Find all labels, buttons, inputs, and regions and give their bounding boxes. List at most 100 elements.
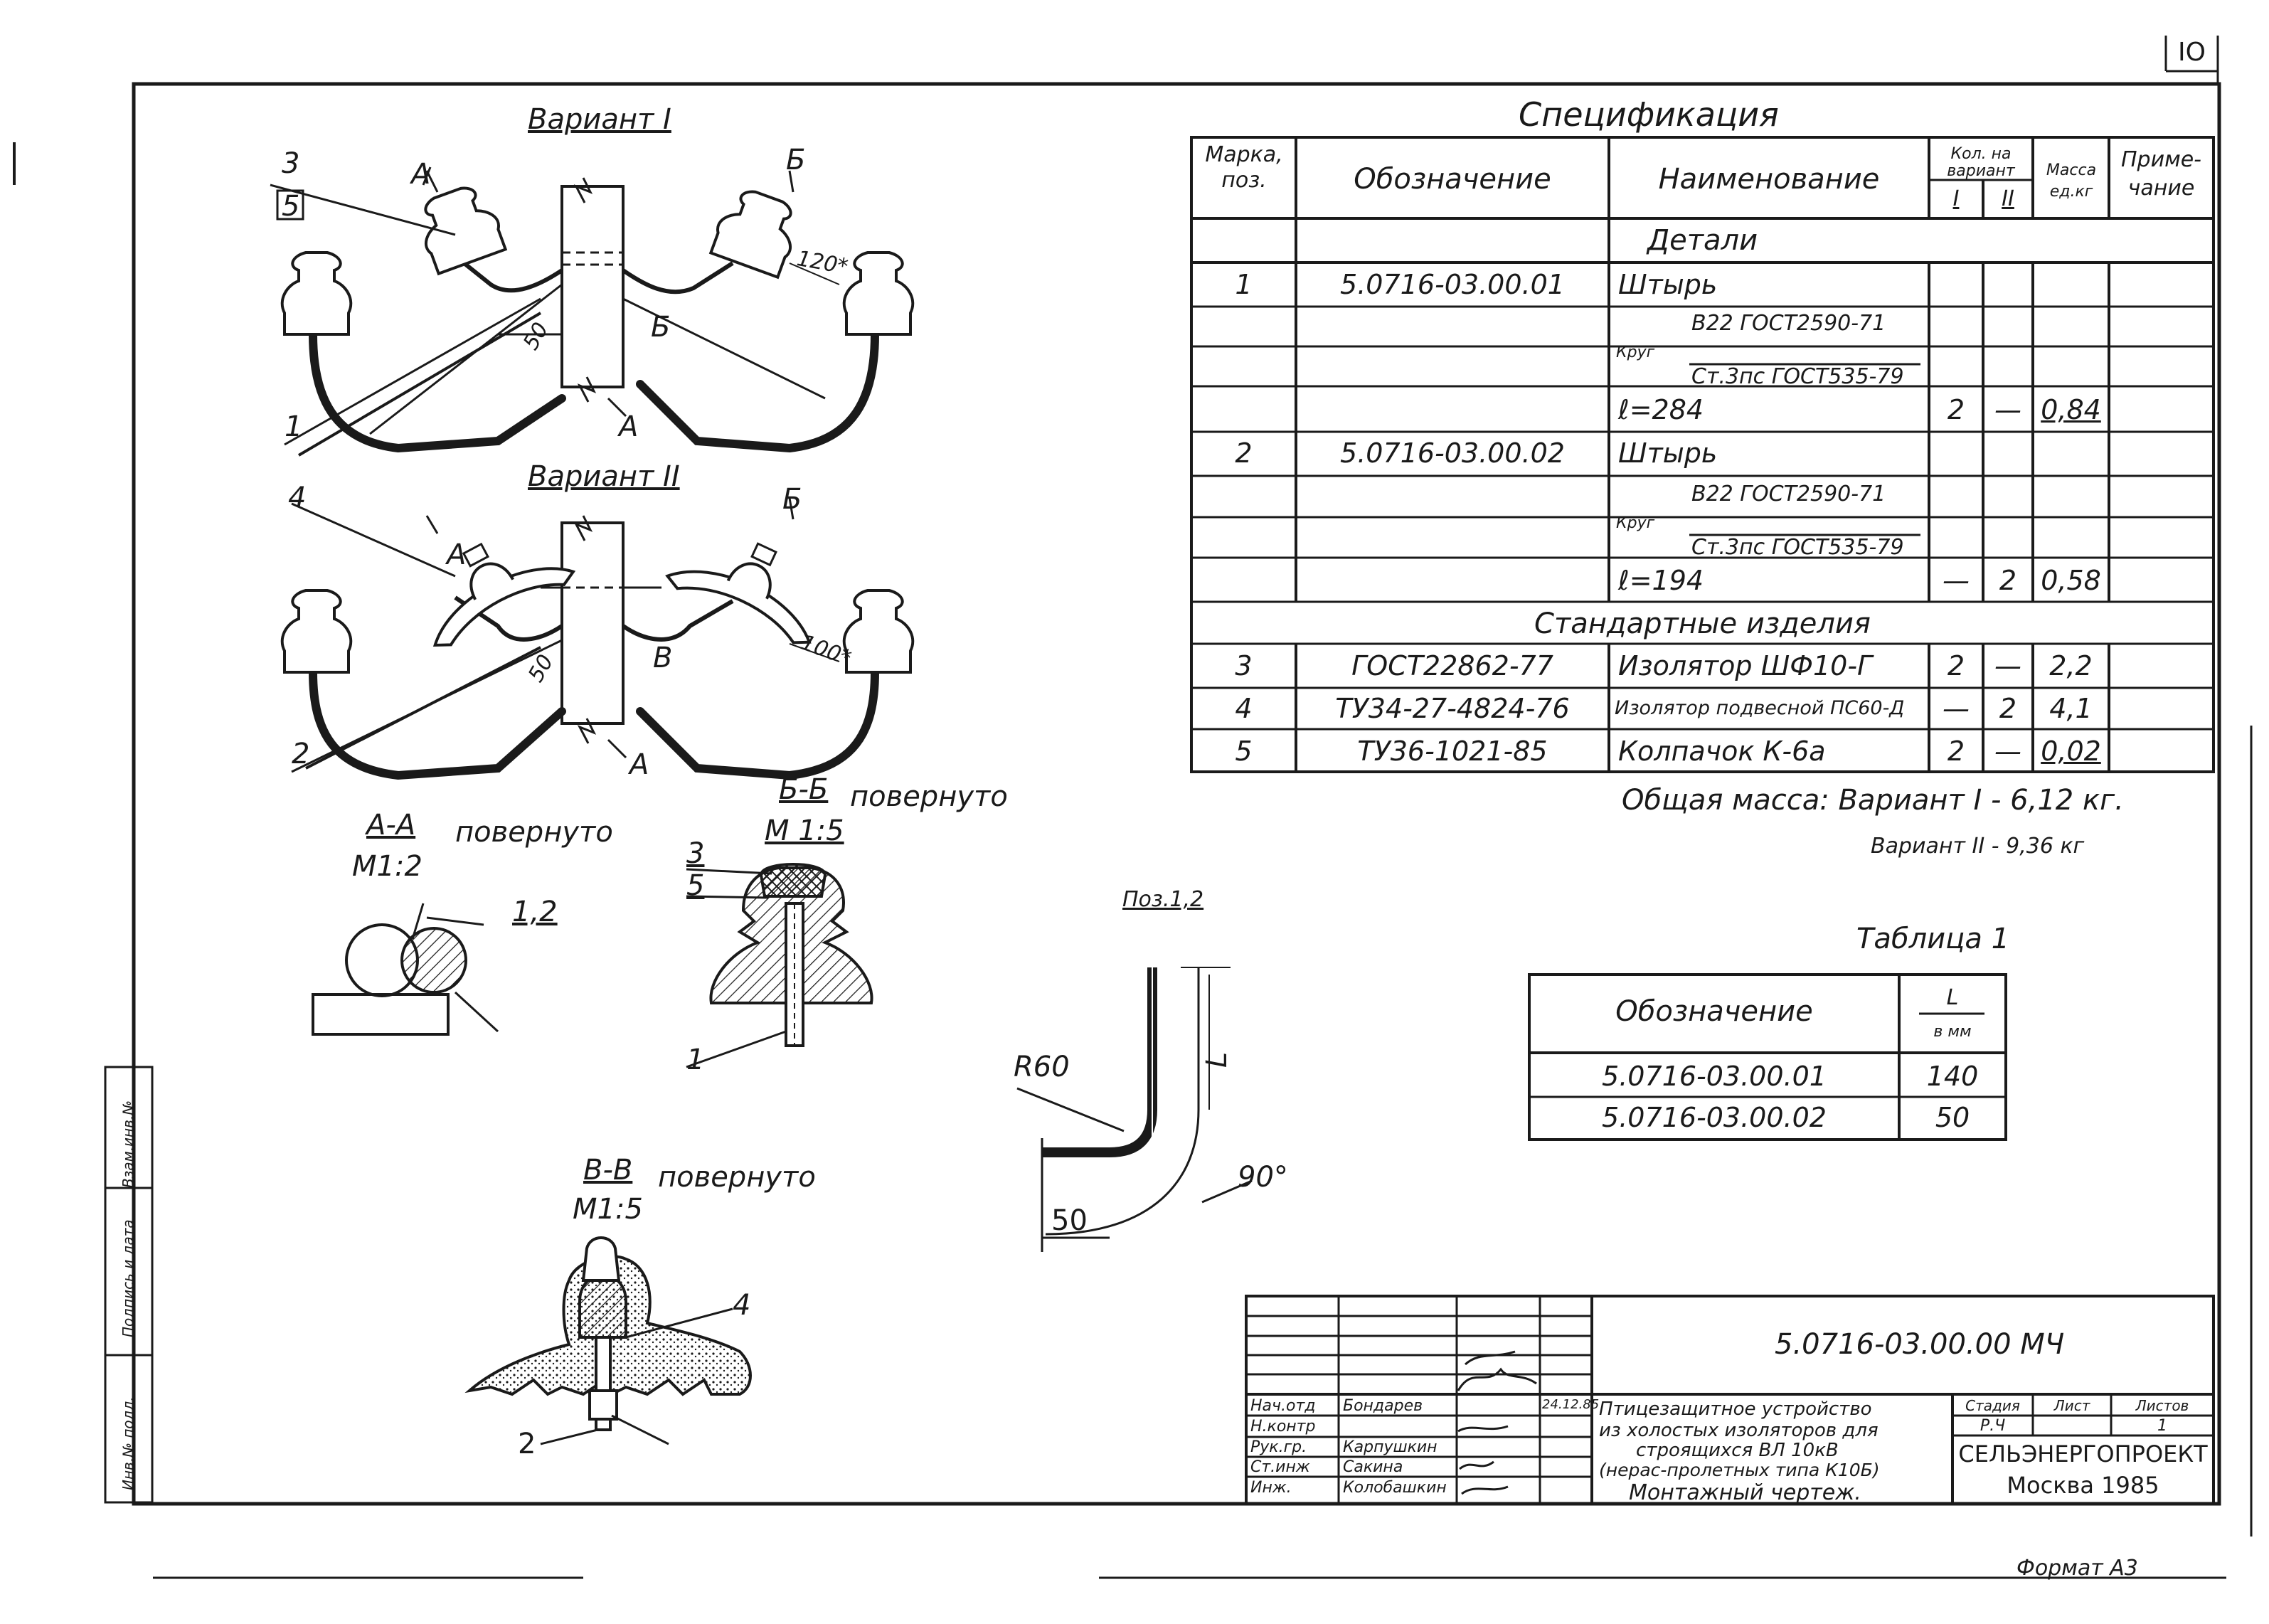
cut-v-mid-v2: В xyxy=(653,642,673,674)
pin-left-v1 xyxy=(454,254,563,293)
spec-header-qty-v2: II xyxy=(2002,186,2014,211)
pin-cross-section xyxy=(400,927,467,994)
pin-curve-right-v2 xyxy=(636,668,879,780)
section-aa-part: 1,2 xyxy=(512,896,558,928)
insulator-left-v1 xyxy=(424,186,508,276)
spec-title: Спецификация xyxy=(1519,95,1779,134)
table-1-header-L: L xyxy=(1946,985,1959,1010)
spec-row-2-bottom: Ст.3пс ГОСТ535-79 xyxy=(1691,364,1904,389)
spec-header-note: Приме- чание xyxy=(2120,147,2201,201)
role-1: Нач.отд xyxy=(1250,1397,1316,1415)
spec-row-7-pos: 3 xyxy=(1235,650,1253,681)
spec-header-name: Наименование xyxy=(1658,163,1880,196)
table-1-row-1-designation: 5.0716-03.00.01 xyxy=(1602,1061,1827,1092)
section-bb-note: повернуто xyxy=(850,780,1008,813)
pole-v2 xyxy=(560,521,625,725)
name-4: Сакина xyxy=(1343,1458,1403,1476)
spec-row-3-mass: 0,84 xyxy=(2041,394,2101,425)
variant-2-drawing xyxy=(280,497,915,780)
spec-row-3-name: ℓ=284 xyxy=(1618,394,1704,425)
pin-curve-left-v1 xyxy=(309,330,566,453)
bend-radius-label: R60 xyxy=(1014,1051,1070,1083)
name-1: Бондарев xyxy=(1343,1397,1423,1415)
spec-row-7-name: Изолятор ШФ10-Г xyxy=(1618,650,1873,681)
spec-row-9-q1: 2 xyxy=(1947,736,1965,767)
section-aa-scale: М1:2 xyxy=(352,850,423,883)
spec-row-5-prefix: Круг xyxy=(1616,514,1655,532)
spec-header-qty: Кол. на вариант xyxy=(1947,145,2015,180)
section-vv-scale: М1:5 xyxy=(573,1193,643,1226)
doc-code: 5.0716-03.00.00 МЧ xyxy=(1775,1328,2065,1361)
pin-curve-left-v2 xyxy=(309,668,566,780)
spec-row-8-q1: — xyxy=(1943,693,1970,724)
description-1: Птицезащитное устройство xyxy=(1599,1399,1872,1420)
spec-row-5-bottom: Ст.3пс ГОСТ535-79 xyxy=(1691,535,1904,560)
spec-row-6-mass: 0,58 xyxy=(2041,565,2101,596)
sign-date: 24.12.85 xyxy=(1542,1397,1600,1412)
spec-row-7-designation: ГОСТ22862-77 xyxy=(1351,650,1553,681)
table-1-row-1-L: 140 xyxy=(1926,1061,1979,1092)
spec-row-9-designation: ТУ36-1021-85 xyxy=(1357,736,1548,767)
section-vv-note: повернуто xyxy=(658,1161,816,1194)
variant-1-title: Вариант I xyxy=(528,103,671,136)
side-stamp-sign-date: Подпись и дата xyxy=(119,1219,137,1337)
spec-section-details: Детали xyxy=(1647,224,1758,257)
spec-row-9-name: Колпачок К-6а xyxy=(1618,736,1826,767)
spec-header-mark: Марка, поз. xyxy=(1205,142,1283,193)
spec-row-9-mass: 0,02 xyxy=(2041,736,2101,767)
table-1-title: Таблица 1 xyxy=(1856,923,2010,955)
table-1-header-designation: Обозначение xyxy=(1615,995,1813,1028)
stage-value: Р.Ч xyxy=(1980,1417,2006,1435)
spec-row-2-top: В22 ГОСТ2590-71 xyxy=(1691,311,1886,336)
spec-row-8-mass: 4,1 xyxy=(2049,693,2093,724)
insulator-farleft-v1 xyxy=(280,251,353,336)
sheet-header: Лист xyxy=(2053,1397,2090,1414)
spec-row-7-q1: 2 xyxy=(1947,650,1965,681)
spec-row-3-q2: — xyxy=(1994,394,2021,425)
disk-insulator-right-v2 xyxy=(665,570,812,644)
description-5: Монтажный чертеж. xyxy=(1629,1480,1861,1505)
city-year: Москва 1985 xyxy=(2007,1472,2159,1499)
section-aa-label: А-А xyxy=(366,809,416,842)
side-stamp-strip xyxy=(104,1066,154,1504)
signatures xyxy=(1457,1350,1537,1495)
spec-row-1-designation: 5.0716-03.00.01 xyxy=(1340,269,1565,300)
section-aa xyxy=(312,903,499,1036)
sheets-value: 1 xyxy=(2157,1417,2167,1435)
section-vv-label: В-В xyxy=(583,1154,633,1187)
insulator-right-v1 xyxy=(708,190,792,280)
pin-curve-right-v1 xyxy=(636,330,879,453)
pin-bend-detail xyxy=(1016,964,1253,1252)
spec-row-4-pos: 2 xyxy=(1235,437,1253,469)
pole-v1 xyxy=(560,185,625,388)
cut-a-top-v2: А xyxy=(447,538,467,571)
section-vv xyxy=(464,1236,752,1445)
bend-angle-label: 90° xyxy=(1238,1161,1288,1194)
specification-grid xyxy=(1190,136,2215,773)
spec-total-line-2: Вариант II - 9,36 кг xyxy=(1871,834,2085,859)
spec-row-4-name: Штырь xyxy=(1618,437,1718,469)
spec-header-mass: Масса ед.кг xyxy=(2046,161,2097,201)
callout-2-vv: 2 xyxy=(518,1428,536,1460)
description-4: (нерас-пролетных типа К10Б) xyxy=(1599,1460,1880,1480)
side-stamp-inv-dup: Взам.инв.№ xyxy=(119,1100,137,1188)
variant-1-drawing xyxy=(270,166,915,457)
sheet-number: IO xyxy=(2178,38,2206,67)
name-3: Карпушкин xyxy=(1343,1438,1438,1456)
variant-2-title: Вариант II xyxy=(528,460,680,493)
insulator-farright-v2 xyxy=(842,589,915,674)
pos-12-label: Поз.1,2 xyxy=(1122,887,1204,912)
cut-a-bottom-v1: А xyxy=(619,410,639,443)
spec-row-5-top: В22 ГОСТ2590-71 xyxy=(1691,482,1886,506)
spec-row-9-q2: — xyxy=(1994,736,2021,767)
table-1-header-unit: в мм xyxy=(1933,1023,1972,1041)
table-1-row-2-designation: 5.0716-03.00.02 xyxy=(1602,1102,1827,1133)
cut-b-top-v1: Б xyxy=(786,144,806,176)
cut-a-bottom-v2: А xyxy=(629,748,649,781)
stage-header: Стадия xyxy=(1965,1397,2020,1414)
spec-header-qty-v1: I xyxy=(1952,186,1960,211)
cut-a-top-v1: А xyxy=(411,158,431,191)
side-stamp-inv-orig: Инв.№ подл. xyxy=(119,1396,137,1490)
spec-row-2-prefix: Круг xyxy=(1616,344,1655,361)
